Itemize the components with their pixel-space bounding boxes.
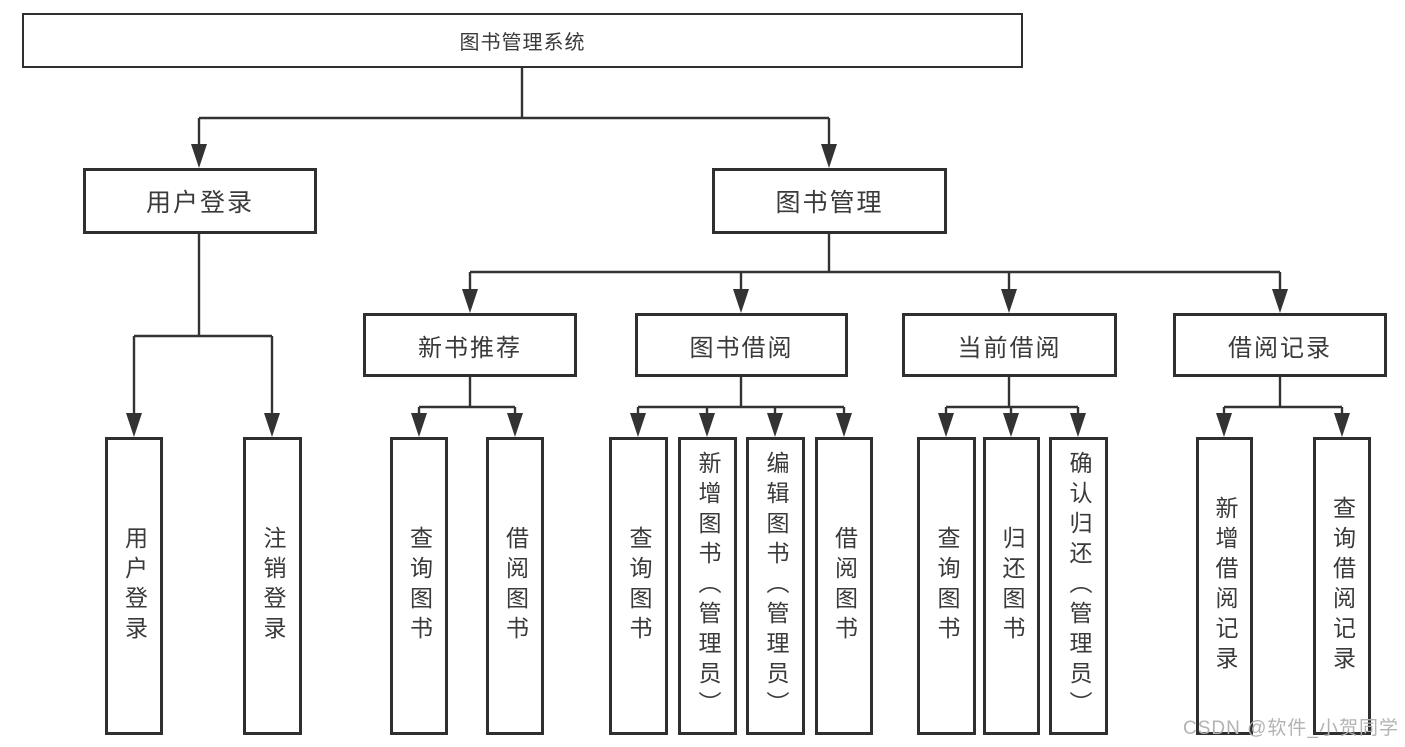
arrow-down-icon	[1003, 413, 1019, 437]
leaf-borrow-books: 借阅图书	[815, 437, 873, 735]
arrow-down-icon	[821, 144, 837, 168]
arrow-down-icon	[462, 289, 478, 313]
node-label: 图书借阅	[689, 334, 794, 362]
arrow-down-icon	[733, 289, 749, 313]
node-label: 新增借阅记录	[1212, 496, 1238, 676]
node-user-login: 用户登录	[83, 168, 317, 234]
node-book-management: 图书管理	[712, 168, 947, 234]
node-label: 查询图书	[626, 526, 652, 646]
leaf-user-login: 用户登录	[105, 437, 163, 735]
node-label: 图书管理系统	[459, 32, 586, 54]
arrow-down-icon	[507, 413, 523, 437]
node-label: 新增图书（管理员）	[695, 451, 721, 721]
node-library-management-system: 图书管理系统	[22, 13, 1023, 68]
leaf-borrow-books-recommend: 借阅图书	[486, 437, 544, 735]
arrow-down-icon	[1001, 289, 1017, 313]
arrow-down-icon	[1216, 413, 1232, 437]
node-new-book-recommendation: 新书推荐	[363, 313, 577, 377]
leaf-logout: 注销登录	[243, 437, 302, 735]
connector-lines	[132, 68, 1344, 417]
node-borrowing-records: 借阅记录	[1173, 313, 1387, 377]
arrow-down-icon	[699, 413, 715, 437]
arrow-down-icon	[767, 413, 783, 437]
node-label: 图书管理	[775, 189, 884, 217]
arrowheads	[126, 144, 1350, 437]
node-label: 借阅图书	[502, 526, 529, 646]
node-label: 当前借阅	[957, 334, 1062, 362]
arrow-down-icon	[411, 413, 427, 437]
leaf-confirm-return-admin: 确认归还（管理员）	[1049, 437, 1108, 735]
leaf-query-books-borrow: 查询图书	[609, 437, 668, 735]
node-label: 查询借阅记录	[1329, 496, 1356, 676]
leaf-query-books-recommend: 查询图书	[390, 437, 448, 735]
leaf-return-books: 归还图书	[983, 437, 1040, 735]
node-label: 用户登录	[121, 526, 148, 646]
leaf-add-borrow-record: 新增借阅记录	[1196, 437, 1253, 735]
node-label: 归还图书	[999, 526, 1025, 646]
node-current-borrowing: 当前借阅	[902, 313, 1117, 377]
node-label: 注销登录	[260, 526, 286, 646]
node-label: 编辑图书（管理员）	[763, 451, 789, 721]
node-label: 借阅图书	[831, 526, 858, 646]
leaf-edit-books-admin: 编辑图书（管理员）	[746, 437, 805, 735]
node-label: 用户登录	[145, 189, 254, 217]
arrow-down-icon	[938, 413, 954, 437]
arrow-down-icon	[630, 413, 646, 437]
leaf-query-borrow-record: 查询借阅记录	[1313, 437, 1371, 735]
arrow-down-icon	[836, 413, 852, 437]
node-label: 新书推荐	[418, 334, 522, 362]
leaf-add-books-admin: 新增图书（管理员）	[678, 437, 737, 735]
node-label: 确认归还（管理员）	[1066, 451, 1092, 721]
leaf-query-books-current: 查询图书	[917, 437, 976, 735]
arrow-down-icon	[126, 413, 142, 437]
node-book-borrowing: 图书借阅	[635, 313, 848, 377]
arrow-down-icon	[1272, 289, 1288, 313]
arrow-down-icon	[191, 144, 207, 168]
node-label: 借阅记录	[1228, 334, 1332, 362]
csdn-watermark: CSDN @软件_小贺同学	[1183, 718, 1399, 739]
node-label: 查询图书	[934, 526, 960, 646]
node-label: 查询图书	[406, 526, 433, 646]
arrow-down-icon	[1334, 413, 1350, 437]
arrow-down-icon	[1070, 413, 1086, 437]
arrow-down-icon	[264, 413, 280, 437]
